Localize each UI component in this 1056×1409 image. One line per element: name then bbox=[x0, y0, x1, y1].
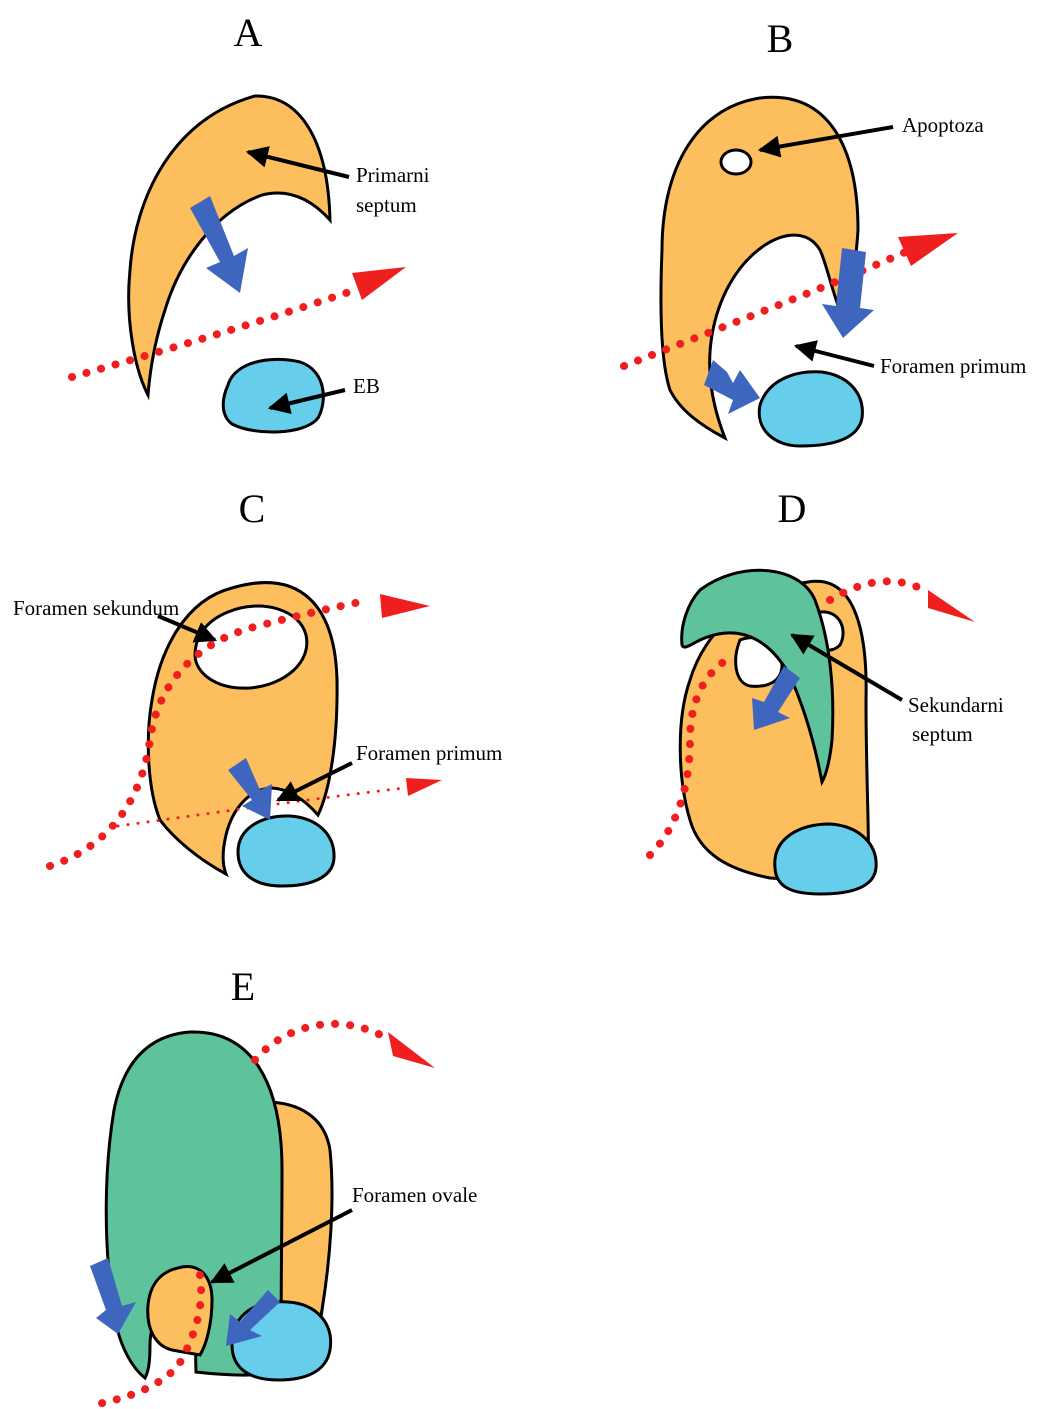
label-sekundarni-septum: Sekundarni bbox=[908, 693, 1004, 717]
flow-arrowhead bbox=[388, 1032, 435, 1068]
flow-arrow-dotted bbox=[72, 290, 355, 377]
cushion-shape bbox=[775, 824, 876, 894]
flow-arrowhead bbox=[380, 594, 430, 618]
flow-arrow-dotted bbox=[255, 1024, 390, 1060]
label-primarni-septum: septum bbox=[356, 193, 417, 217]
panel-b: B Apoptoza Foramen primum bbox=[624, 16, 1026, 446]
flow-arrowhead bbox=[406, 778, 442, 796]
flow-arrowhead bbox=[928, 590, 975, 622]
cushion-shape bbox=[238, 816, 334, 886]
foramen-ovale-flap bbox=[148, 1267, 212, 1355]
label-sekundarni-septum: septum bbox=[912, 722, 973, 746]
panel-d-title: D bbox=[778, 486, 807, 531]
label-foramen-ovale: Foramen ovale bbox=[352, 1183, 477, 1207]
label-foramen-primum: Foramen primum bbox=[356, 741, 502, 765]
panel-c: C Foramen sekundum Foramen primum bbox=[13, 486, 502, 886]
panel-a-title: A bbox=[234, 10, 263, 55]
pointer-arrow bbox=[796, 346, 874, 366]
panel-e: E Foramen ovale bbox=[90, 964, 477, 1404]
label-primarni-septum: Primarni bbox=[356, 163, 430, 187]
apoptosis-hole bbox=[721, 150, 751, 174]
cushion-shape bbox=[232, 1302, 331, 1380]
panel-b-title: B bbox=[767, 16, 794, 61]
flow-arrowhead bbox=[898, 233, 958, 266]
label-apoptoza: Apoptoza bbox=[902, 113, 984, 137]
panel-e-title: E bbox=[231, 964, 255, 1009]
panel-d: D Sekundarni septum bbox=[650, 486, 1004, 894]
cushion-shape bbox=[223, 359, 323, 432]
panel-c-title: C bbox=[239, 486, 266, 531]
flow-arrowhead bbox=[352, 267, 406, 300]
panel-a: A Primarni septum EB bbox=[72, 10, 430, 432]
label-eb: EB bbox=[353, 374, 380, 398]
label-foramen-primum: Foramen primum bbox=[880, 354, 1026, 378]
label-foramen-sekundum: Foramen sekundum bbox=[13, 596, 179, 620]
cushion-shape bbox=[759, 372, 862, 446]
